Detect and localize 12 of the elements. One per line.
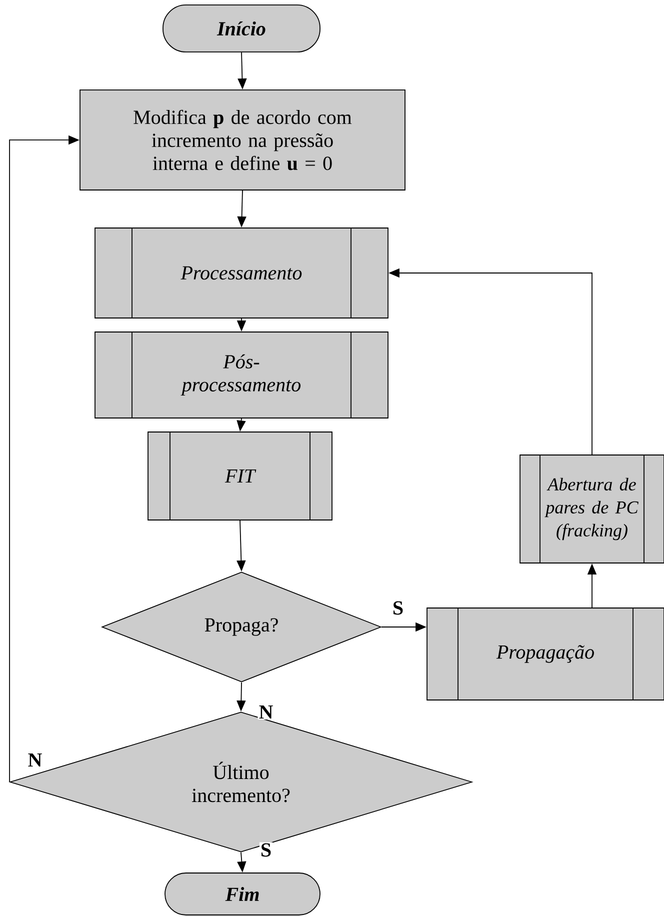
subprocess-box: Abertura de pares de PC (fracking)	[520, 454, 664, 564]
subprocess-box: Propagação	[426, 608, 664, 700]
edge-label: N	[26, 752, 44, 768]
subprocess-box: Pós-processamento	[94, 332, 388, 418]
subprocess-box: Processamento	[94, 228, 388, 318]
terminator-box: Fim	[164, 872, 320, 916]
subprocess-box: FIT	[148, 432, 332, 520]
edge-label: S	[259, 842, 273, 858]
process-box: Modifica p de acordo com incremento na pressão interna e define u = 0	[80, 90, 406, 190]
edge-label: S	[391, 600, 405, 616]
edge-label: N	[258, 704, 274, 720]
terminator-box: Início	[162, 4, 320, 52]
